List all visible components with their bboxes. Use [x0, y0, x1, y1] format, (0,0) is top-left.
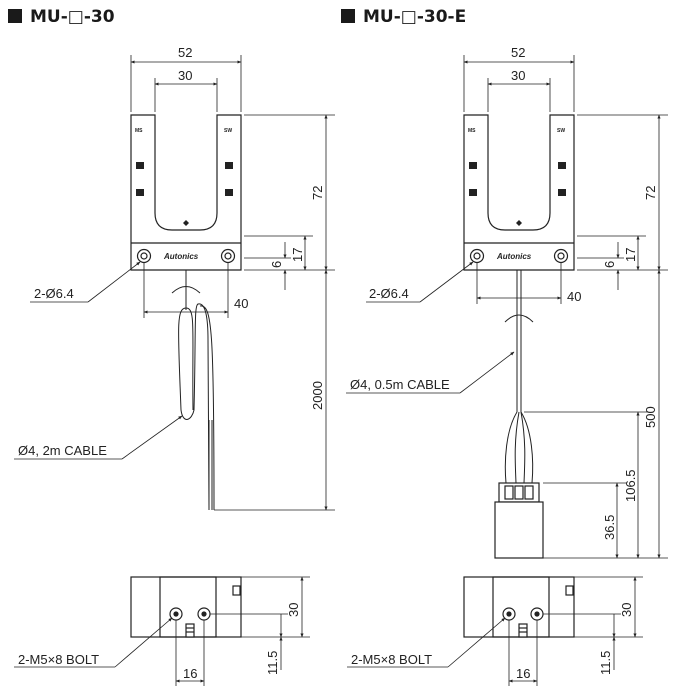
title-right-text: MU-□-30-E — [363, 7, 467, 27]
left-bottom-dims — [14, 576, 310, 686]
right-dim-36-text: 36.5 — [602, 515, 617, 540]
right-dim-height — [577, 114, 668, 290]
left-dim-17-text: 17 — [290, 248, 305, 262]
right-mark-ms: MS — [468, 128, 476, 134]
right-dim-52 — [463, 55, 575, 112]
left-brand-logo: Autonics — [163, 252, 199, 261]
right-front-view — [463, 114, 575, 271]
square-bullet-icon — [8, 9, 22, 23]
left-dim-height — [244, 114, 335, 290]
title-left: MU-□-30 — [8, 7, 115, 27]
connector — [494, 482, 544, 559]
left-dim-40 — [143, 263, 229, 318]
right-dim-30-text: 30 — [511, 68, 525, 83]
right-dim-72-text: 72 — [643, 186, 658, 200]
right-dim-106-text: 106.5 — [623, 469, 638, 502]
right-bottom-view — [463, 576, 575, 638]
left-mark-ms: MS — [135, 128, 143, 134]
title-left-text: MU-□-30 — [30, 7, 115, 27]
left-dim-72-text: 72 — [310, 186, 325, 200]
left-bolt-label: 2-M5×8 BOLT — [18, 652, 99, 667]
left-bottom-view — [130, 576, 242, 638]
right-bottom-30-text: 30 — [619, 603, 634, 617]
left-dim-6-text: 6 — [269, 261, 284, 268]
left-cable-label: Ø4, 2m CABLE — [18, 443, 107, 458]
left-dim-52 — [130, 55, 242, 112]
left-bottom-16-text: 16 — [183, 666, 197, 681]
right-hole-label: 2-Ø6.4 — [369, 286, 409, 301]
right-cable-leader — [346, 351, 515, 394]
right-cable-label: Ø4, 0.5m CABLE — [350, 377, 450, 392]
left-hole-label: 2-Ø6.4 — [34, 286, 74, 301]
left-mark-sw: SW — [224, 128, 232, 134]
right-dim-500-text: 500 — [643, 406, 658, 428]
left-hole-leader — [30, 261, 141, 303]
right-cable — [504, 270, 534, 484]
right-brand-logo: Autonics — [496, 252, 532, 261]
right-dim-52-text: 52 — [511, 45, 525, 60]
left-dim-52-text: 52 — [178, 45, 192, 60]
left-dim-40-text: 40 — [234, 296, 248, 311]
left-cable — [171, 270, 215, 511]
right-dim-40 — [476, 263, 562, 304]
right-mark-sw: SW — [557, 128, 565, 134]
left-bottom-30-text: 30 — [286, 603, 301, 617]
right-bolt-label: 2-M5×8 BOLT — [351, 652, 432, 667]
left-cable-leader — [14, 415, 183, 460]
left-bottom-115-text: 11.5 — [265, 651, 280, 675]
right-bottom-dims — [347, 576, 643, 686]
left-front-view — [130, 114, 242, 271]
left-dim-30-text: 30 — [178, 68, 192, 83]
right-dim-6-text: 6 — [602, 261, 617, 268]
left-dim-2000-text: 2000 — [310, 381, 325, 410]
right-hole-leader — [366, 261, 474, 303]
right-dim-17-text: 17 — [623, 248, 638, 262]
left-dim-2000 — [214, 269, 335, 511]
right-dim-40-text: 40 — [567, 289, 581, 304]
title-right: MU-□-30-E — [341, 7, 466, 27]
right-dim-cable — [524, 269, 668, 559]
square-bullet-icon — [341, 9, 355, 23]
right-bottom-16-text: 16 — [516, 666, 530, 681]
right-bottom-115-text: 11.5 — [598, 651, 613, 675]
